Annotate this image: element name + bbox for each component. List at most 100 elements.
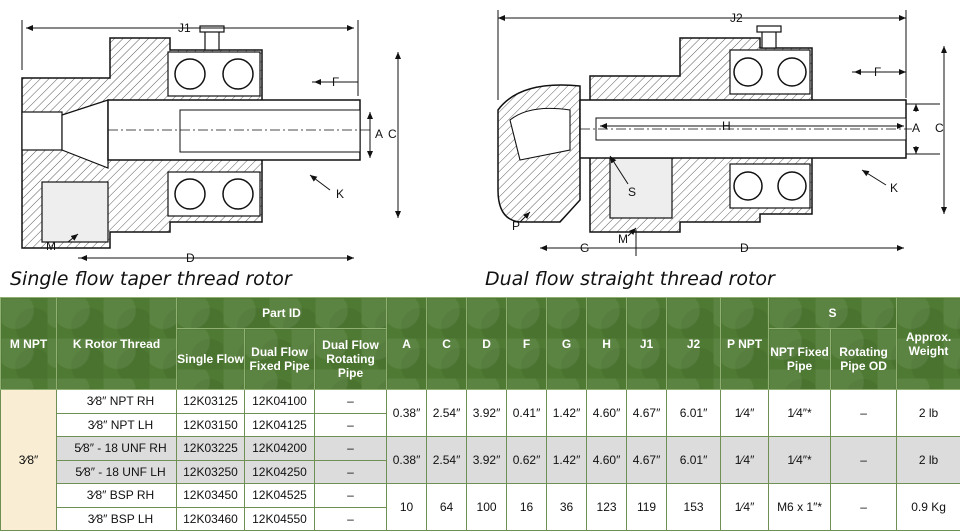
- right-dimensions: [497, 10, 947, 256]
- rotating-pipe-part: –: [313, 412, 388, 437]
- rotating-pipe-part: –: [313, 389, 388, 414]
- dim-label-d: D: [186, 251, 195, 265]
- dim-c-cell: 2.54″: [426, 389, 468, 437]
- dim-h-cell: 123: [586, 483, 628, 531]
- dim-label-d-right: D: [740, 241, 749, 255]
- fixed-pipe-part: 12K04100: [244, 389, 315, 414]
- dim-label-k: K: [336, 187, 344, 201]
- header-a: A: [386, 297, 428, 390]
- rotor-thread-cell: 3⁄8″ NPT LH: [56, 412, 177, 437]
- rotor-thread-cell: 5⁄8″ - 18 UNF LH: [56, 459, 177, 484]
- weight-cell: 2 lb: [896, 436, 960, 484]
- fixed-pipe-part: 12K04525: [244, 483, 315, 508]
- p-npt-cell: 1⁄4″: [720, 436, 770, 484]
- dim-label-c-right: C: [935, 121, 944, 135]
- table-row: 3⁄8″ BSP LH 12K03460 12K04550 –: [1, 506, 960, 531]
- m-npt-value: 3⁄8″: [0, 389, 57, 531]
- header-single-flow: Single Flow: [176, 328, 245, 390]
- technical-drawings: J1 F A C K M D: [21, 10, 947, 265]
- header-j2: J2: [666, 297, 722, 390]
- weight-cell: 2 lb: [896, 389, 960, 437]
- npt-fixed-pipe-cell: 1⁄4″*: [768, 436, 832, 484]
- dim-j1-cell: 119: [626, 483, 668, 531]
- dim-d-cell: 3.92″: [466, 436, 508, 484]
- dim-label-m-right: M: [618, 232, 628, 246]
- left-dimensions: [21, 20, 401, 261]
- fixed-pipe-part: 12K04125: [244, 412, 315, 437]
- fixed-pipe-part: 12K04550: [244, 506, 315, 531]
- single-flow-part: 12K03150: [176, 412, 245, 437]
- dim-f-cell: 16: [506, 483, 548, 531]
- single-flow-part: 12K03250: [176, 459, 245, 484]
- dim-d-cell: 100: [466, 483, 508, 531]
- dim-j2-cell: 6.01″: [666, 389, 722, 437]
- dim-j2-cell: 153: [666, 483, 722, 531]
- dim-g-cell: 36: [546, 483, 588, 531]
- header-p-npt: P NPT: [720, 297, 770, 390]
- dim-label-f: F: [332, 75, 339, 89]
- header-j1: J1: [626, 297, 668, 390]
- header-dual-flow-rotating-pipe: Dual Flow Rotating Pipe: [313, 328, 388, 390]
- dim-f-cell: 0.41″: [506, 389, 548, 437]
- table-row: 3⁄8″ 3⁄8″ NPT RH 12K03125 12K04100 – 0.3…: [0, 389, 960, 531]
- dim-d-cell: 3.92″: [466, 389, 508, 437]
- single-flow-part: 12K03125: [176, 389, 245, 414]
- rotating-pipe-part: –: [313, 506, 388, 531]
- dim-label-g: G: [580, 241, 589, 255]
- dim-a-cell: 0.38″: [386, 389, 428, 437]
- dim-c-cell: 2.54″: [426, 436, 468, 484]
- rotating-pipe-part: –: [313, 459, 388, 484]
- table-row: 3⁄8″ NPT LH 12K03150 12K04125 –: [1, 412, 960, 437]
- p-npt-cell: 1⁄4″: [720, 483, 770, 531]
- rotor-thread-cell: 3⁄8″ BSP LH: [56, 506, 177, 531]
- header-d: D: [466, 297, 508, 390]
- dim-c-cell: 64: [426, 483, 468, 531]
- rotor-thread-cell: 3⁄8″ BSP RH: [56, 483, 177, 508]
- dim-label-m: M: [46, 239, 56, 253]
- rotor-thread-cell: 5⁄8″ - 18 UNF RH: [56, 436, 177, 461]
- npt-fixed-pipe-cell: 1⁄4″*: [768, 389, 832, 437]
- table-row: 5⁄8″ - 18 UNF LH 12K03250 12K04250 –: [1, 459, 960, 484]
- dual-flow-rotor-drawing: [497, 25, 912, 233]
- single-flow-rotor-drawing: [21, 25, 370, 249]
- caption-dual-flow: Dual flow straight thread rotor: [485, 268, 775, 290]
- dim-a-cell: 0.38″: [386, 436, 428, 484]
- weight-cell: 0.9 Kg: [896, 483, 960, 531]
- fixed-pipe-part: 12K04250: [244, 459, 315, 484]
- dim-label-f-right: F: [874, 65, 881, 79]
- header-approx-weight: Approx. Weight: [896, 297, 960, 390]
- rotating-pipe-od-cell: –: [830, 436, 898, 484]
- single-flow-part: 12K03460: [176, 506, 245, 531]
- header-f: F: [506, 297, 548, 390]
- header-k-rotor-thread: K Rotor Thread: [56, 297, 177, 390]
- dim-label-k-right: K: [890, 181, 898, 195]
- dim-g-cell: 1.42″: [546, 389, 588, 437]
- dim-label-a: A: [375, 127, 383, 141]
- table-row: 3⁄8″ BSP RH 12K03450 12K04525 – 10 64 10…: [1, 483, 960, 531]
- dim-label-a-right: A: [912, 121, 920, 135]
- rotor-thread-cell: 3⁄8″ NPT RH: [56, 389, 177, 414]
- rotating-pipe-od-cell: –: [830, 483, 898, 531]
- table-row: 5⁄8″ - 18 UNF RH 12K03225 12K04200 – 0.3…: [1, 436, 960, 484]
- dim-label-s: S: [628, 185, 636, 199]
- rotating-pipe-part: –: [313, 436, 388, 461]
- dim-h-cell: 4.60″: [586, 436, 628, 484]
- specification-table: M NPT K Rotor Thread Part ID A C D F G H…: [0, 297, 960, 531]
- dim-label-p: P: [512, 219, 520, 233]
- fixed-pipe-part: 12K04200: [244, 436, 315, 461]
- header-npt-fixed-pipe: NPT Fixed Pipe: [768, 328, 832, 390]
- header-m-npt: M NPT: [0, 297, 57, 390]
- dim-j2-cell: 6.01″: [666, 436, 722, 484]
- header-rotating-pipe-od: Rotating Pipe OD: [830, 328, 898, 390]
- dim-j1-cell: 4.67″: [626, 389, 668, 437]
- dim-label-j1: J1: [178, 21, 191, 35]
- single-flow-part: 12K03225: [176, 436, 245, 461]
- dim-label-c: C: [388, 127, 397, 141]
- caption-single-flow: Single flow taper thread rotor: [10, 268, 292, 290]
- single-flow-part: 12K03450: [176, 483, 245, 508]
- dim-j1-cell: 4.67″: [626, 436, 668, 484]
- dim-h-cell: 4.60″: [586, 389, 628, 437]
- p-npt-cell: 1⁄4″: [720, 389, 770, 437]
- header-h: H: [586, 297, 628, 390]
- dim-label-j2: J2: [730, 11, 743, 25]
